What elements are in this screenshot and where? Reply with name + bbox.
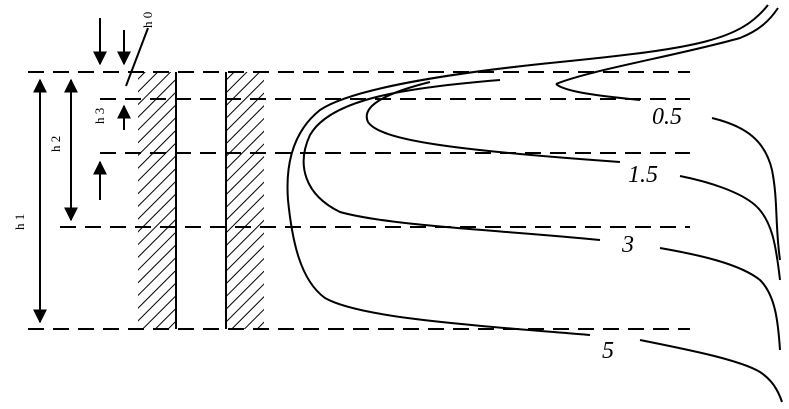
reference-levels <box>28 71 690 330</box>
dim-label-h2: h 2 <box>48 136 63 152</box>
dim-label-h1: h 1 <box>12 214 27 230</box>
curve-label-5: 5 <box>602 338 614 364</box>
profile-curve-right-05 <box>711 117 781 261</box>
profile-curve-right-15 <box>679 175 781 281</box>
profile-curve-3 <box>302 79 601 241</box>
dim-label-h3: h 3 <box>92 108 107 124</box>
profile-curve-right-5 <box>639 339 783 403</box>
curve-label-1.5: 1.5 <box>628 162 658 188</box>
profile-curve-right-3 <box>659 247 781 351</box>
profile-curve-0.5 <box>555 7 779 85</box>
profile-curve-0.5-lower <box>555 83 641 101</box>
curve-label-0.5: 0.5 <box>652 104 682 130</box>
wall-right <box>225 72 264 329</box>
profile-curves <box>286 4 783 403</box>
dimension-h3 <box>93 104 131 200</box>
dimension-h0 <box>93 18 149 87</box>
dim-label-h0: h 0 <box>140 12 155 28</box>
curve-label-3: 3 <box>621 232 634 258</box>
profile-curve-1.5 <box>365 81 621 163</box>
wall-left <box>138 72 177 329</box>
profile-curve-outer-top <box>286 4 769 336</box>
